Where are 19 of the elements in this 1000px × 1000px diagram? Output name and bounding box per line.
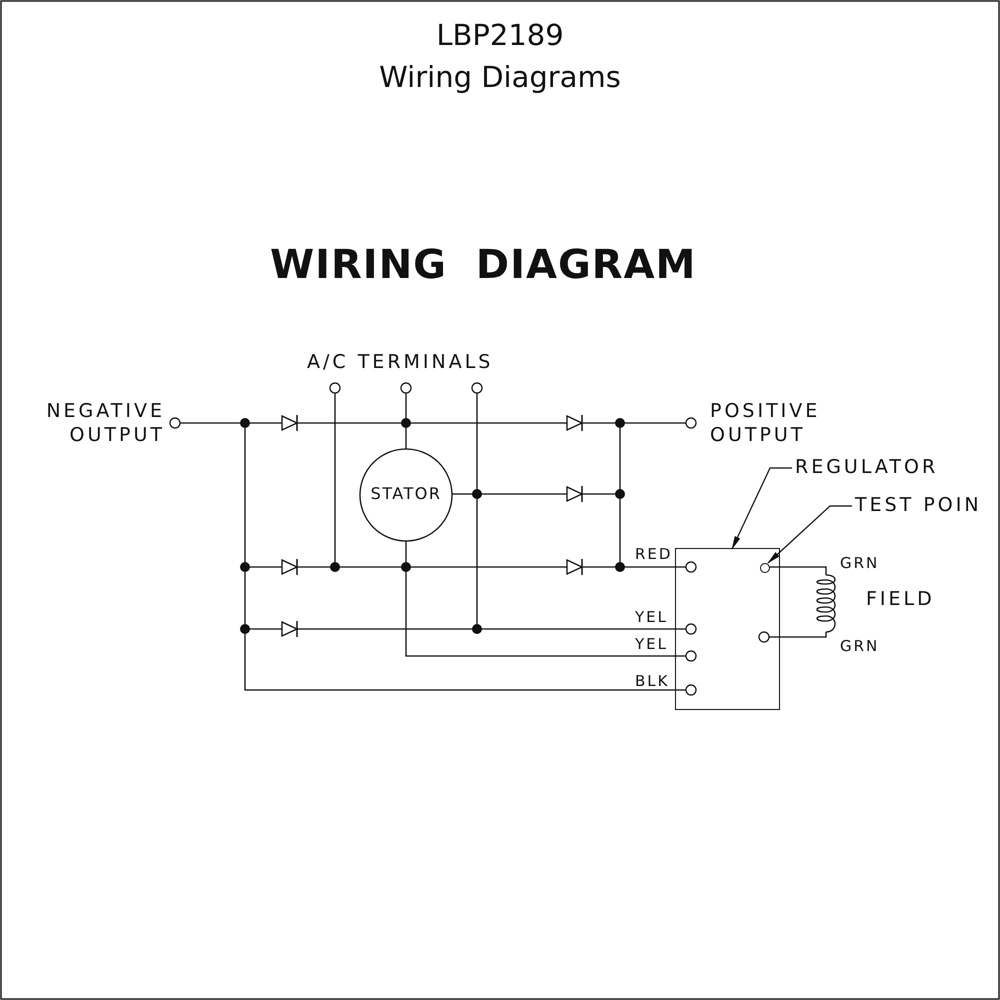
leader-line bbox=[767, 505, 852, 564]
stator-label: STATOR bbox=[370, 485, 442, 503]
wire-label: GRN bbox=[840, 555, 880, 572]
regulator-box bbox=[675, 548, 780, 710]
component-label: FIELD bbox=[866, 589, 935, 610]
terminal-label: POSITIVE OUTPUT bbox=[710, 400, 820, 448]
leader-line bbox=[731, 467, 792, 550]
title: LBP2189 Wiring Diagrams bbox=[378, 17, 622, 96]
wire-label: YEL bbox=[635, 609, 668, 626]
terminal-label: NEGATIVE OUTPUT bbox=[45, 400, 165, 448]
wire-label: GRN bbox=[840, 638, 880, 654]
test-point-terminal bbox=[760, 563, 770, 573]
terminal-group-label: A/C TERMINALS bbox=[307, 352, 494, 373]
callout-label: TEST POIN bbox=[855, 494, 982, 516]
callout-label: REGULATOR bbox=[795, 456, 938, 478]
wire-label: RED bbox=[635, 546, 672, 562]
wire-label: YEL bbox=[635, 636, 668, 652]
wire-label: BLK bbox=[635, 673, 670, 690]
heading: WIRING DIAGRAM bbox=[270, 243, 696, 287]
